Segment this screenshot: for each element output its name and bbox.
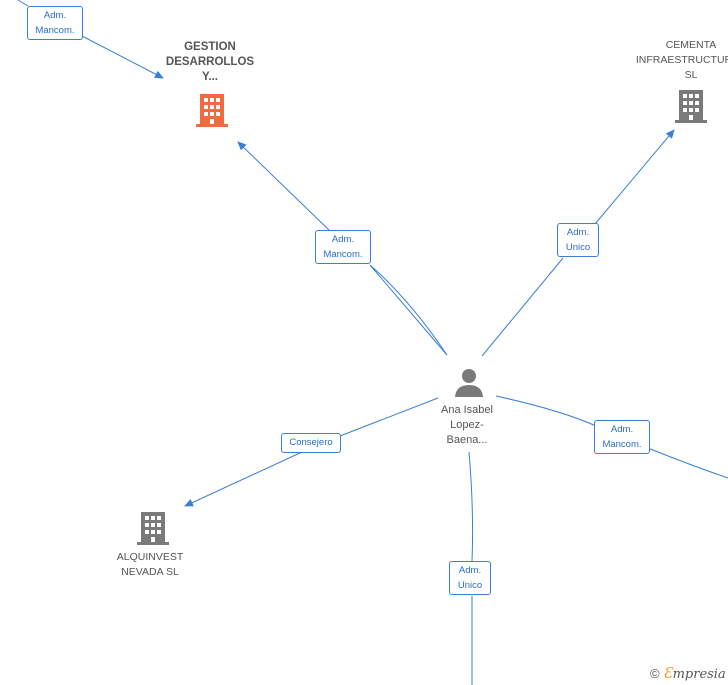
- edge-label-to-cementa: Adm. Unico: [557, 223, 599, 257]
- edge-top-left: [17, 0, 29, 7]
- edge-to-right: [495, 395, 728, 479]
- empresia-logo-text: mpresia: [672, 667, 726, 682]
- node-label-alquinvest[interactable]: ALQUINVEST NEVADA SL: [116, 551, 184, 578]
- edge-label-to-gestion: Adm. Mancom.: [315, 230, 371, 264]
- node-label-cementa[interactable]: CEMENTA INFRAESTRUCTURAS SL: [635, 39, 728, 81]
- copyright-symbol: ©: [650, 666, 660, 681]
- node-label-person[interactable]: Ana Isabel Lopez- Baena...: [441, 404, 493, 446]
- building-icon[interactable]: [136, 510, 170, 546]
- edge-to-bottom: [468, 451, 474, 685]
- edge-to-gestion: [238, 142, 448, 356]
- building-icon[interactable]: [195, 92, 229, 128]
- edge-to-alquinvest: [185, 397, 439, 506]
- person-icon[interactable]: [454, 368, 484, 398]
- empresia-watermark: © Ɛmpresia: [650, 664, 726, 682]
- node-label-gestion[interactable]: GESTION DESARROLLOS Y...: [165, 41, 255, 83]
- edge-to-gestion-lower: [369, 264, 448, 356]
- edge-top-left-arrow: [81, 35, 164, 79]
- edge-label-to-alquinvest: Consejero: [281, 433, 341, 453]
- edge-to-cementa: [481, 130, 674, 357]
- building-icon[interactable]: [674, 88, 708, 124]
- edge-label-top-left: Adm. Mancom.: [27, 6, 83, 40]
- edge-label-to-right: Adm. Mancom.: [594, 420, 650, 454]
- empresia-logo-e: Ɛ: [663, 664, 673, 682]
- edge-label-to-bottom: Adm. Unico: [449, 561, 491, 595]
